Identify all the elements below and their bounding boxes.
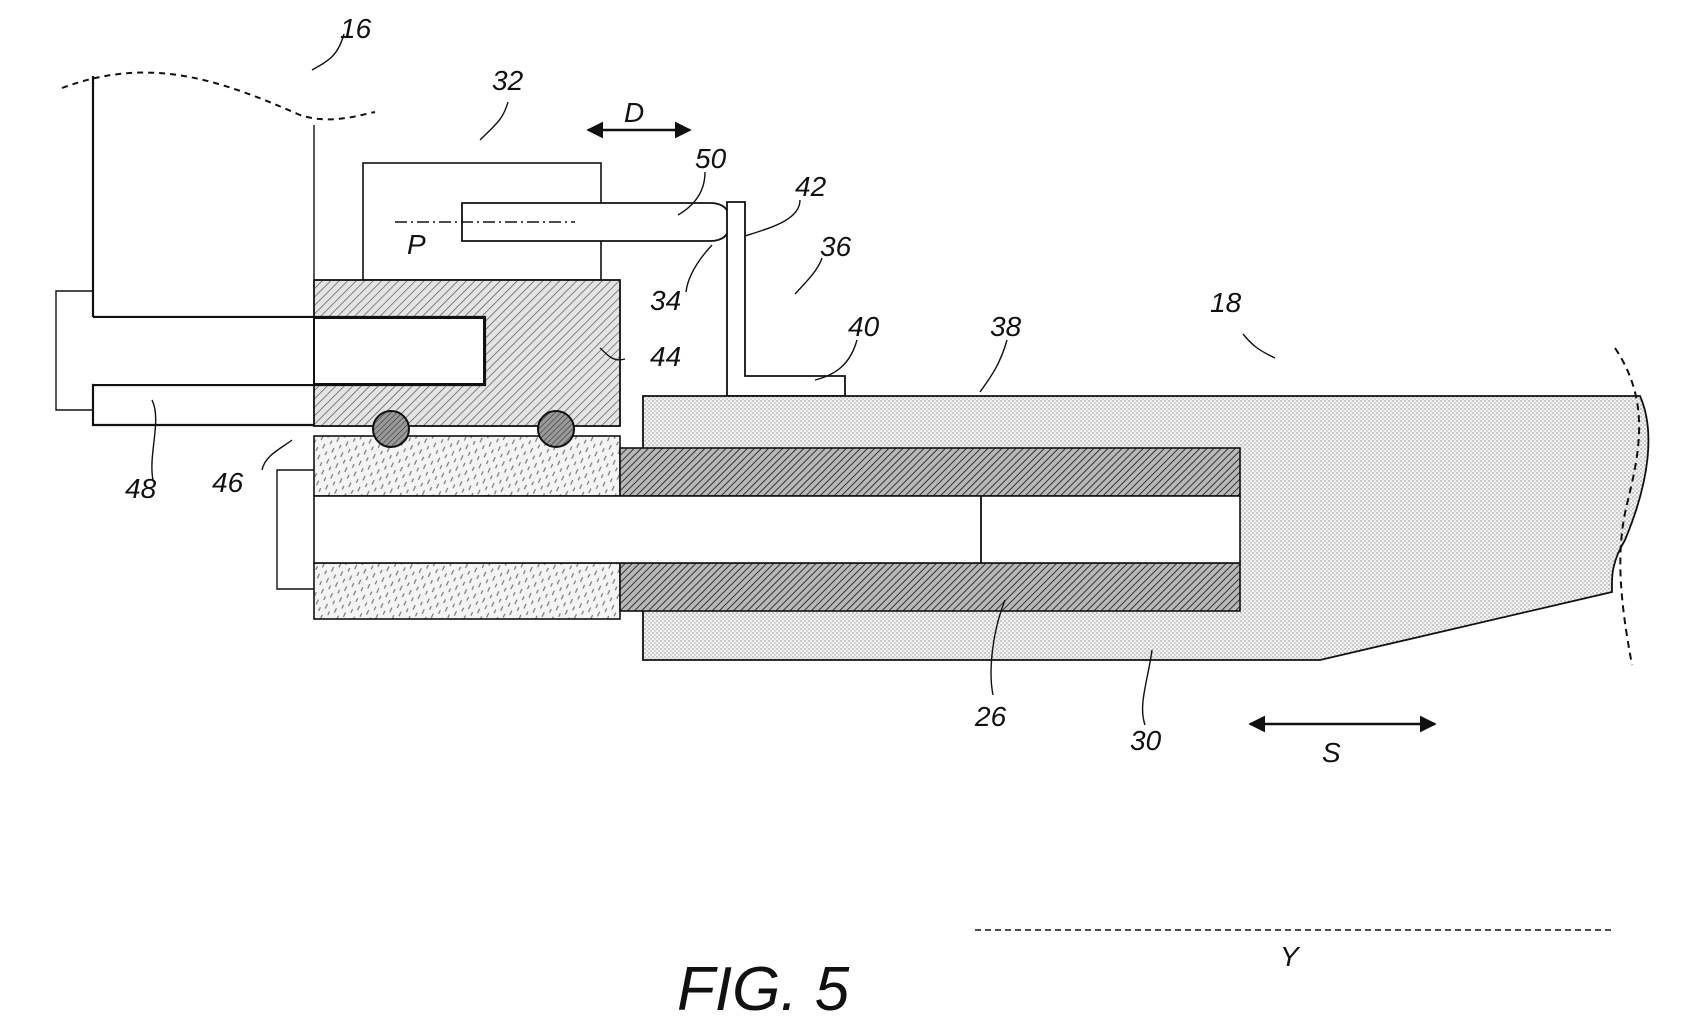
figure-title: FIG. 5 [677,955,850,1024]
arm-gap [94,318,314,384]
label-36: 36 [820,231,852,262]
label-Y: Y [1280,941,1301,972]
label-50: 50 [695,143,727,174]
label-46: 46 [212,467,244,498]
label-P: P [407,229,426,260]
label-D: D [624,97,644,128]
ball-right [538,411,574,447]
arm-slot [314,318,484,384]
label-40: 40 [848,311,880,342]
sleeve-46-bracket [277,470,314,589]
label-38: 38 [990,311,1022,342]
pin-50 [462,203,730,241]
label-34: 34 [650,285,681,316]
label-26: 26 [974,701,1007,732]
flange-48-bracket [56,291,93,410]
ball-left [373,411,409,447]
label-42: 42 [795,171,827,202]
sleeve-46-top [314,436,620,496]
label-48: 48 [125,473,157,504]
label-32: 32 [492,65,524,96]
label-44: 44 [650,341,681,372]
tube-26-bottom [620,563,1240,611]
label-S: S [1322,737,1341,768]
label-18: 18 [1210,287,1242,318]
bore [314,496,1240,563]
tube-26-top [620,448,1240,496]
sleeve-46-bottom [314,563,620,619]
housing-16-boundary [62,73,375,120]
label-30: 30 [1130,725,1162,756]
label-16: 16 [340,13,372,44]
